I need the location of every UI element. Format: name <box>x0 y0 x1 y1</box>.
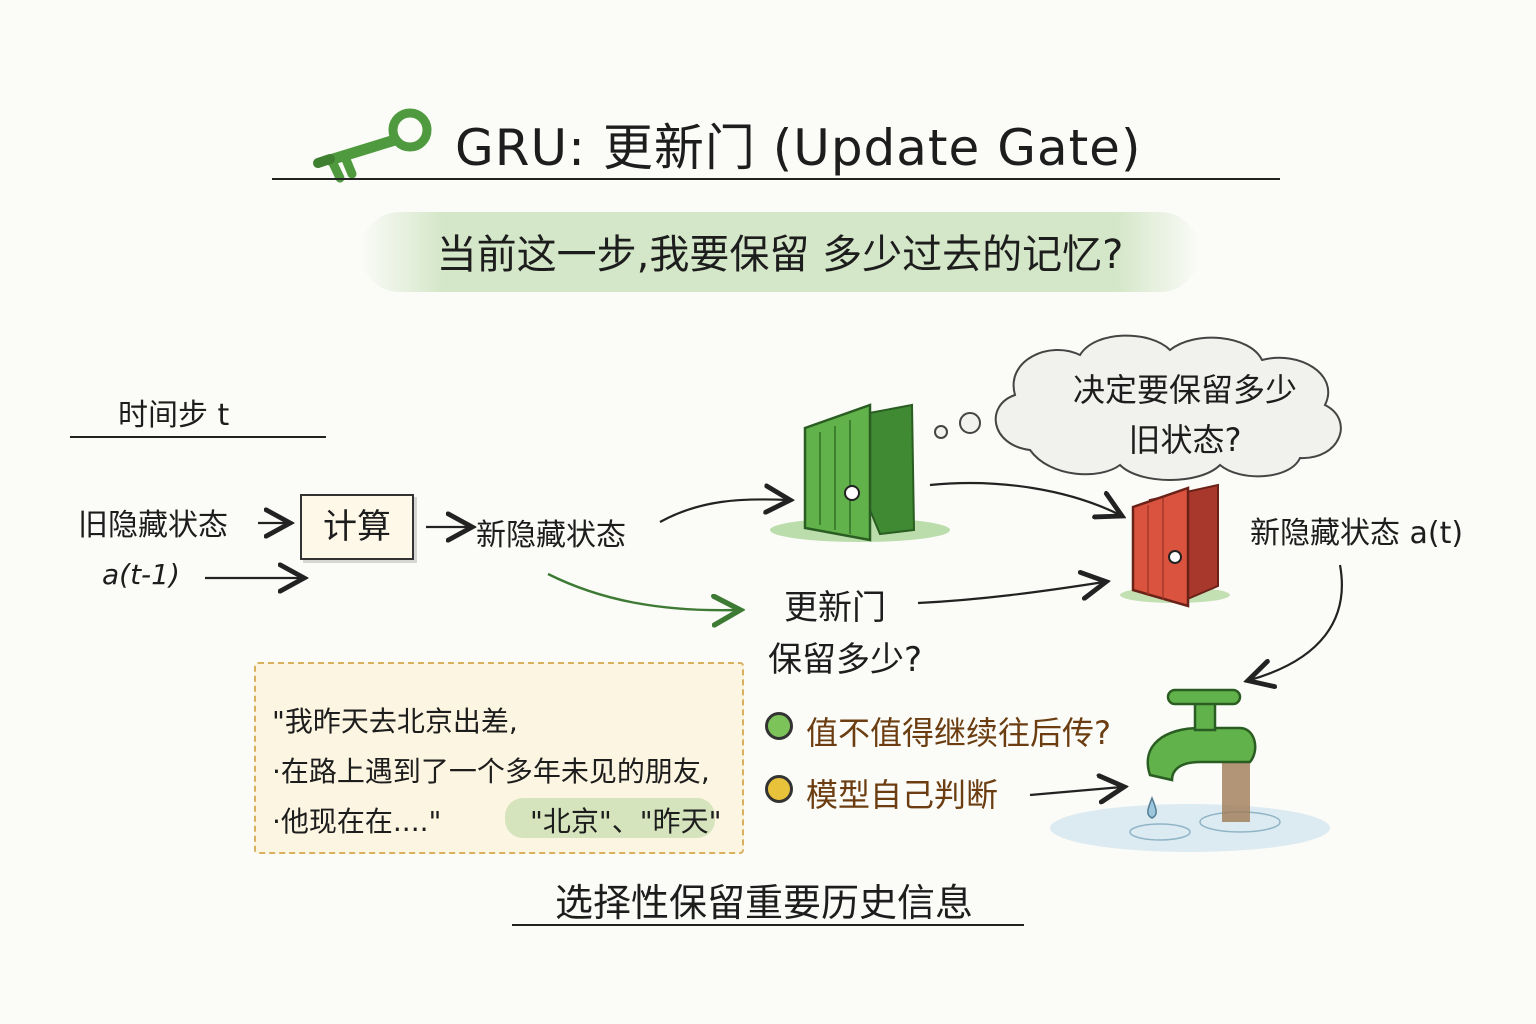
update-gate-label: 更新门 <box>784 588 886 628</box>
green-dot-icon <box>765 712 793 740</box>
example-line-1: "我昨天去北京出差, <box>272 705 518 738</box>
final-state-label: 新隐藏状态 a(t) <box>1250 516 1464 551</box>
green-door-icon <box>770 403 950 542</box>
bullet-2: 模型自己判断 <box>806 776 999 814</box>
cloud-text: 决定要保留多少 旧状态? <box>1030 365 1340 465</box>
timestep-underline <box>70 436 326 438</box>
bottom-underline <box>512 924 1024 926</box>
update-gate-question: 保留多少? <box>768 640 923 680</box>
example-highlight-band <box>505 798 715 838</box>
old-state-symbol: a(t-1) <box>102 558 180 591</box>
title-underline <box>272 178 1280 180</box>
key-icon <box>313 108 432 183</box>
timestep-label: 时间步 t <box>118 398 230 433</box>
cloud-line-2: 旧状态? <box>1128 421 1242 459</box>
example-highlight: "北京"、"昨天" <box>530 805 722 838</box>
example-line-3: ·他现在在...." <box>272 805 442 838</box>
page-title: GRU: 更新门 (Update Gate) <box>455 119 1142 177</box>
cloud-line-1: 决定要保留多少 <box>1072 371 1297 409</box>
faucet-icon <box>1050 688 1330 852</box>
new-state-label: 新隐藏状态 <box>476 518 626 553</box>
example-line-2: ·在路上遇到了一个多年未见的朋友, <box>272 755 710 788</box>
subtitle: 当前这一步,我要保留 多少过去的记忆? <box>436 232 1124 278</box>
yellow-dot-icon <box>765 775 793 803</box>
thought-cloud <box>934 334 1342 481</box>
bottom-caption: 选择性保留重要历史信息 <box>555 881 974 925</box>
calc-box: 计算 <box>300 494 414 560</box>
old-state-label: 旧隐藏状态 <box>78 508 228 543</box>
red-door-icon <box>1120 483 1230 608</box>
subtitle-highlight <box>360 212 1200 292</box>
bullet-1: 值不值得继续往后传? <box>806 714 1111 752</box>
